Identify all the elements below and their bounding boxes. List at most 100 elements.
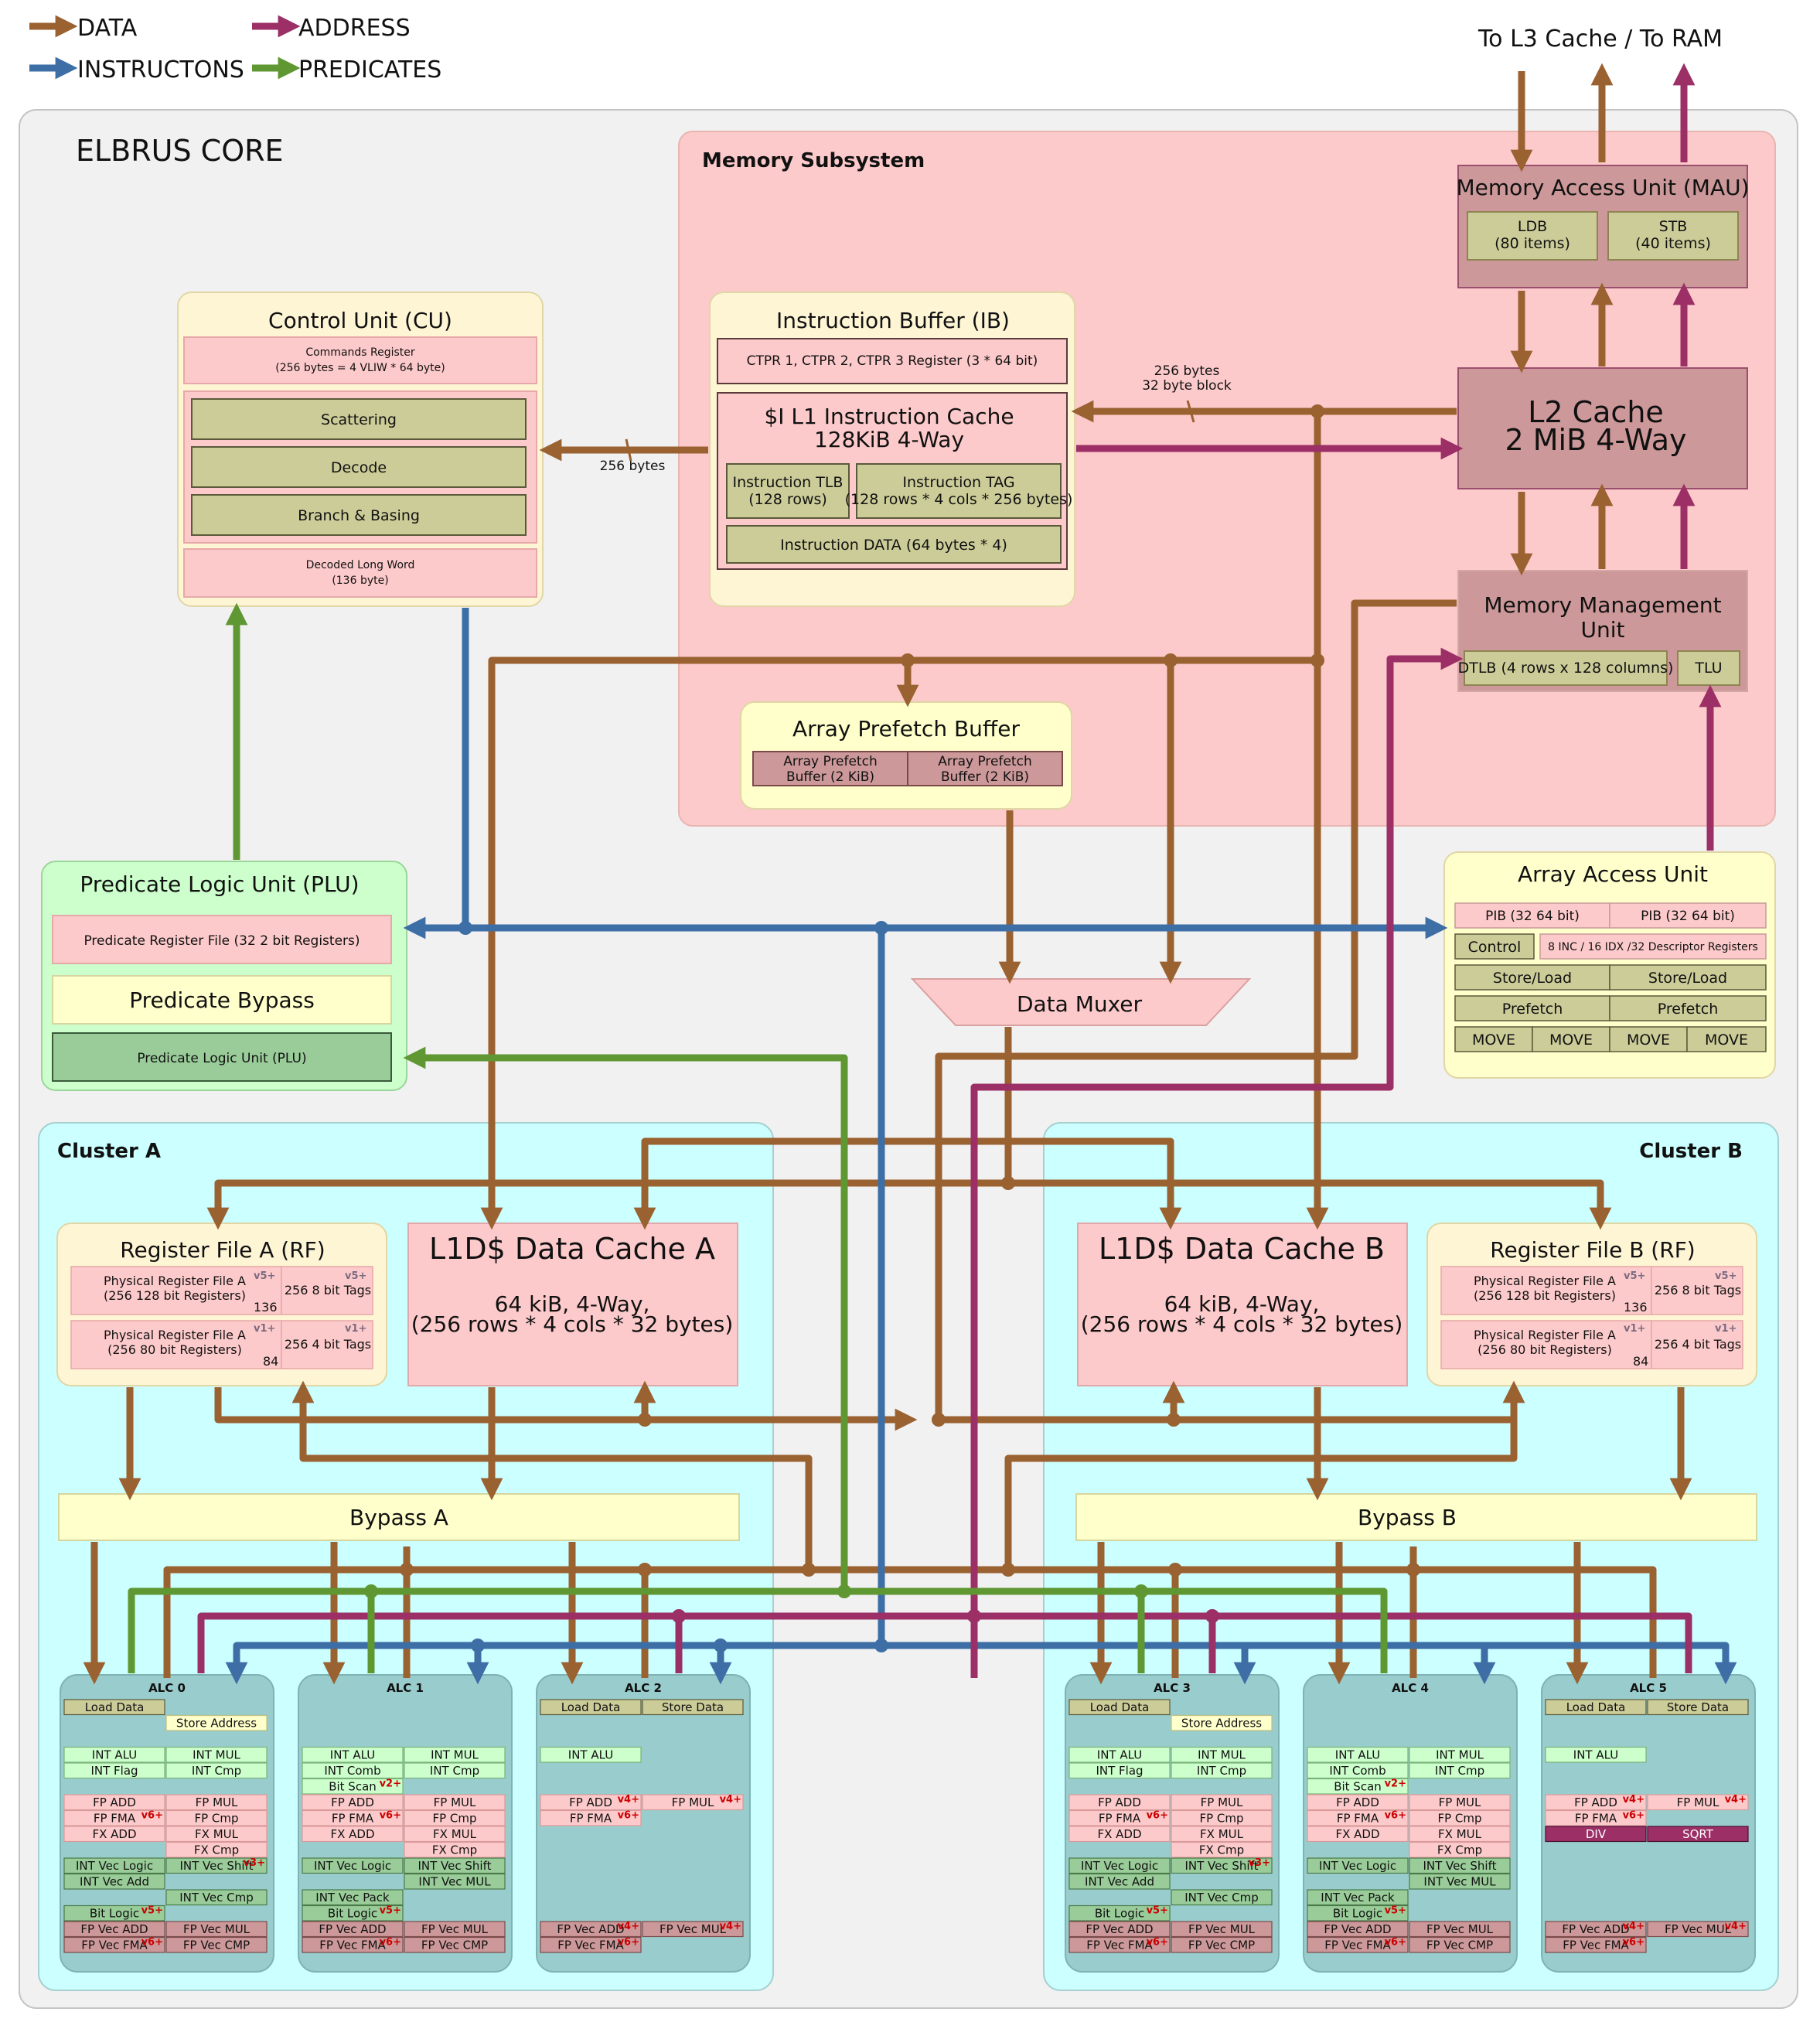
alc-unit-label: INT Vec MUL [418, 1875, 491, 1889]
alc-unit-label: SQRT [1682, 1827, 1714, 1841]
tags-a2-version: v1+ [345, 1323, 366, 1335]
move-3 [1609, 1026, 1688, 1052]
prf-b1-line1: Physical Register File A [1474, 1274, 1616, 1288]
alc-title: ALC 1 [387, 1681, 424, 1695]
instruction-tag-line1: Instruction TAG [902, 474, 1014, 491]
dtlb-label: DTLB (4 rows x 128 columns) [1458, 660, 1674, 677]
alc-unit-label: INT Cmp [1197, 1764, 1246, 1778]
junction-result-a [802, 1563, 816, 1577]
alc-unit-cell [1171, 1936, 1273, 1953]
l2-to-ib-label-line1: 256 bytes [1154, 363, 1220, 379]
commands-register-line1: Commands Register [305, 346, 415, 359]
l1d-cache-b-title: L1D$ Data Cache B [1099, 1232, 1385, 1266]
alc-unit-cell [1545, 1809, 1647, 1826]
alc-unit-label: Load Data [85, 1700, 145, 1714]
alc-unit-label: FX ADD [330, 1827, 374, 1841]
alc-unit-label: FX ADD [1097, 1827, 1141, 1841]
predicate-register-file-label: Predicate Register File (32 2 bit Regist… [84, 933, 360, 949]
alc-unit-version: v6+ [1623, 1810, 1644, 1822]
alc-unit-label: INT Comb [1329, 1764, 1385, 1778]
alc-unit-label: FP Vec MUL [183, 1922, 251, 1936]
alc-unit-version: v6+ [618, 1937, 639, 1949]
alc-unit-cell [302, 1905, 404, 1922]
alc-unit-cell [63, 1794, 165, 1811]
alc-unit-cell [540, 1936, 642, 1953]
alc-unit-label: Store Data [1667, 1700, 1729, 1714]
alc-unit-cell [1307, 1794, 1409, 1811]
alc-unit-cell [540, 1794, 642, 1811]
alc-unit-label: INT Vec Cmp [1184, 1891, 1259, 1905]
prf-b1-version: v5+ [1624, 1270, 1645, 1282]
move-1-label: MOVE [1472, 1032, 1515, 1049]
legend-data-label: DATA [77, 15, 138, 42]
alc-unit-label: INT Vec Pack [1321, 1891, 1395, 1905]
alc-title: ALC 0 [148, 1681, 186, 1695]
control-unit: Control Unit (CU) Commands Register (256… [177, 292, 544, 607]
tags-a1-box [281, 1266, 373, 1315]
pib-right-label: PIB (32 64 bit) [1641, 909, 1735, 924]
move-4 [1686, 1026, 1767, 1052]
alc-unit-label: FP MUL [434, 1795, 476, 1809]
alc-unit-label: FX MUL [195, 1827, 239, 1841]
junction-result-alc4 [1406, 1563, 1420, 1577]
tags-b2-label: 256 4 bit Tags [1655, 1337, 1741, 1352]
cluster-a-title: Cluster A [57, 1140, 161, 1163]
junction-muxer-out [1001, 1176, 1015, 1190]
alc-unit-cell [1068, 1699, 1171, 1716]
alc-unit-cell [1068, 1762, 1171, 1779]
alc-unit-cell [1068, 1826, 1171, 1843]
pib-left-label: PIB (32 64 bit) [1485, 909, 1580, 924]
store-load-right [1609, 964, 1767, 991]
alc-unit-cell [404, 1921, 506, 1938]
alc-unit-cell [63, 1936, 165, 1953]
alc-unit-label: INT Vec Logic [76, 1859, 153, 1873]
l1d-cache-b-line1: 64 kiB, 4-Way, [1164, 1291, 1320, 1317]
alc-unit-cell [1409, 1936, 1511, 1953]
alc-unit-label: FP Cmp [194, 1812, 238, 1826]
alc-unit-version: v5+ [141, 1905, 163, 1917]
junction-pred-center [837, 1584, 851, 1598]
bypass-b-box [1075, 1493, 1757, 1541]
apb-buffer-right [907, 751, 1063, 786]
alc-unit-label: Bit Logic [328, 1907, 377, 1921]
alc-unit-label: FP Vec FMA [1324, 1939, 1391, 1952]
junction-result-alc1 [400, 1563, 414, 1577]
alc-unit-label: FP Vec FMA [1563, 1939, 1629, 1952]
alc-unit-label: FP Vec FMA [1086, 1939, 1153, 1952]
alc-unit-label: INT ALU [92, 1748, 137, 1762]
cluster-b-title: Cluster B [1639, 1140, 1743, 1163]
move-2-label: MOVE [1549, 1032, 1593, 1049]
alc-title: ALC 4 [1392, 1681, 1429, 1695]
alc-unit-label: INT Vec Logic [314, 1859, 391, 1873]
alc-unit-cell [540, 1699, 642, 1716]
commands-register-line2: (256 bytes = 4 VLIW * 64 byte) [275, 362, 445, 374]
instruction-tag-line2: (128 rows * 4 cols * 256 bytes) [845, 491, 1073, 508]
data-muxer-label: Data Muxer [1017, 991, 1143, 1017]
alc-unit-cell [1171, 1714, 1273, 1731]
alc-unit-label: Bit Scan [329, 1780, 377, 1794]
legend: DATA ADDRESS INSTRUCTONS PREDICATES [29, 15, 441, 84]
alc-unit-version: v3+ [1249, 1857, 1270, 1869]
alc-unit-label: Bit Logic [1095, 1907, 1144, 1921]
prefetch-left-label: Prefetch [1502, 1001, 1563, 1018]
alc-unit-label: INT Vec Logic [1081, 1859, 1158, 1873]
alc-unit-label: FP Cmp [1437, 1812, 1481, 1826]
alc-unit-cell [1545, 1794, 1647, 1811]
move-3-label: MOVE [1627, 1032, 1670, 1049]
alc-unit-cell [540, 1921, 642, 1938]
tags-b1-label: 256 8 bit Tags [1655, 1283, 1741, 1298]
alc-unit-label: Store Data [662, 1700, 724, 1714]
l2-cache-line2: 2 MiB 4-Way [1505, 423, 1686, 457]
alc-unit-cell [404, 1857, 506, 1874]
apb-title: Array Prefetch Buffer [792, 716, 1020, 742]
l1d-cache-a-line1: 64 kiB, 4-Way, [495, 1291, 650, 1317]
alc-unit-label: INT ALU [568, 1748, 613, 1762]
alc-unit-cell [1409, 1746, 1511, 1763]
alc-unit-label: INT Flag [1096, 1764, 1143, 1778]
alc-unit-cell [302, 1826, 404, 1843]
wire-data-l2-to-ib-tick [1186, 400, 1195, 423]
alc-unit-label: FP FMA [1337, 1812, 1379, 1826]
alc-unit-label: FP MUL [672, 1795, 714, 1809]
prf-a2-line2: (256 80 bit Registers) [107, 1342, 242, 1357]
